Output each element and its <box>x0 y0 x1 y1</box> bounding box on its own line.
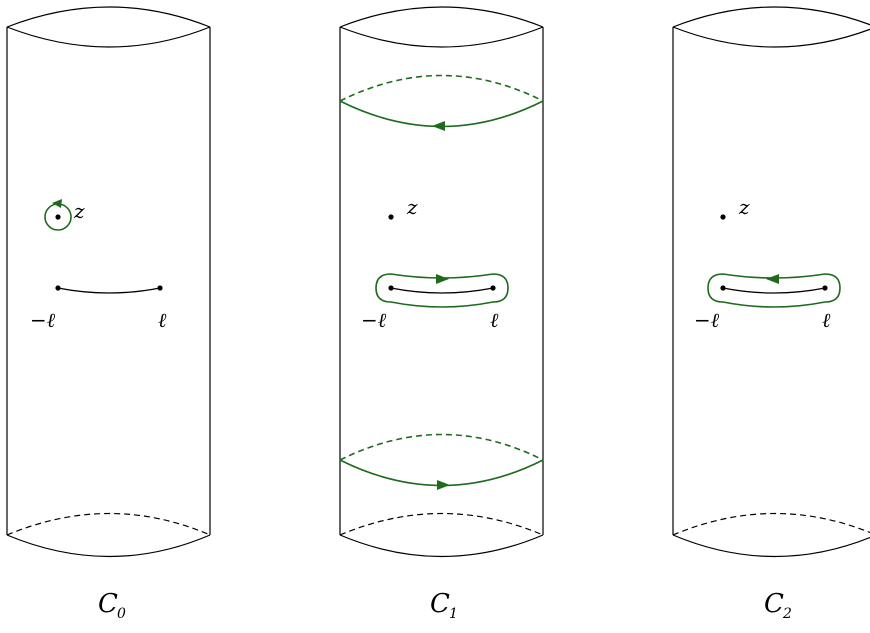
bottom-contour-front <box>339 459 544 487</box>
point-z <box>388 214 394 220</box>
cylinder-bottom-front <box>672 534 870 558</box>
caption-letter: C <box>98 589 118 619</box>
point-minus-ell <box>720 285 726 291</box>
branch-cut <box>722 287 826 294</box>
cylinder-top-front <box>6 26 211 48</box>
panel-c2: z −ℓ ℓ C 2 <box>672 6 870 622</box>
cylinder-bottom-front <box>339 534 544 558</box>
label-z: z <box>73 199 85 223</box>
label-z: z <box>738 195 750 219</box>
cylinder-bottom-front <box>6 534 211 558</box>
contour-around-z <box>44 199 72 231</box>
label-minus-ell: −ℓ <box>361 308 387 332</box>
top-contour-back <box>339 74 544 102</box>
label-z: z <box>406 195 418 219</box>
label-ell: ℓ <box>490 308 499 332</box>
top-horizontal-contour <box>339 74 544 131</box>
label-minus-ell: −ℓ <box>30 308 56 332</box>
point-z <box>720 214 726 220</box>
cylinder-top-front <box>339 26 544 48</box>
bottom-contour-arrow-icon <box>437 480 450 490</box>
loop-arrow-icon <box>52 199 62 208</box>
caption-letter: C <box>430 589 450 619</box>
point-minus-ell <box>55 285 61 291</box>
cylinder-top-rim <box>339 6 544 28</box>
point-ell <box>822 285 828 291</box>
contour-around-cut <box>707 273 841 308</box>
caption-subscript: 1 <box>449 606 458 622</box>
caption-c1: C 1 <box>430 589 458 622</box>
bottom-horizontal-contour <box>339 433 544 490</box>
caption-subscript: 0 <box>117 606 126 622</box>
caption-letter: C <box>764 589 784 619</box>
cylinder-bottom-back <box>6 512 211 536</box>
cylinder-bottom-back <box>672 512 870 536</box>
cylinder-c1 <box>339 6 544 558</box>
caption-c2: C 2 <box>764 589 792 622</box>
panel-c1: z −ℓ ℓ C 1 <box>339 6 544 622</box>
cylinder-top-front <box>672 26 870 48</box>
label-ell: ℓ <box>158 308 167 332</box>
cut-loop <box>707 273 841 308</box>
panel-c0: z −ℓ ℓ C 0 <box>6 6 211 622</box>
contour-around-cut <box>375 273 509 308</box>
branch-cut <box>390 287 494 294</box>
top-contour-arrow-icon <box>432 121 445 131</box>
bottom-contour-back <box>339 433 544 461</box>
cut-loop-arrow-icon <box>436 274 449 284</box>
point-z <box>55 214 61 220</box>
cut-loop <box>375 273 509 308</box>
point-minus-ell <box>388 285 394 291</box>
cylinder-bottom-back <box>339 512 544 536</box>
branch-cut <box>57 287 161 294</box>
label-ell: ℓ <box>822 308 831 332</box>
cylinder-c2 <box>672 6 870 558</box>
caption-c0: C 0 <box>98 589 126 622</box>
label-minus-ell: −ℓ <box>694 308 720 332</box>
point-ell <box>157 285 163 291</box>
cylinder-top-rim <box>672 6 870 28</box>
cylinder-c0 <box>6 6 211 558</box>
cylinder-top-rim <box>6 6 211 28</box>
cut-loop-arrow-icon <box>766 274 779 284</box>
caption-subscript: 2 <box>782 606 792 622</box>
point-ell <box>490 285 496 291</box>
